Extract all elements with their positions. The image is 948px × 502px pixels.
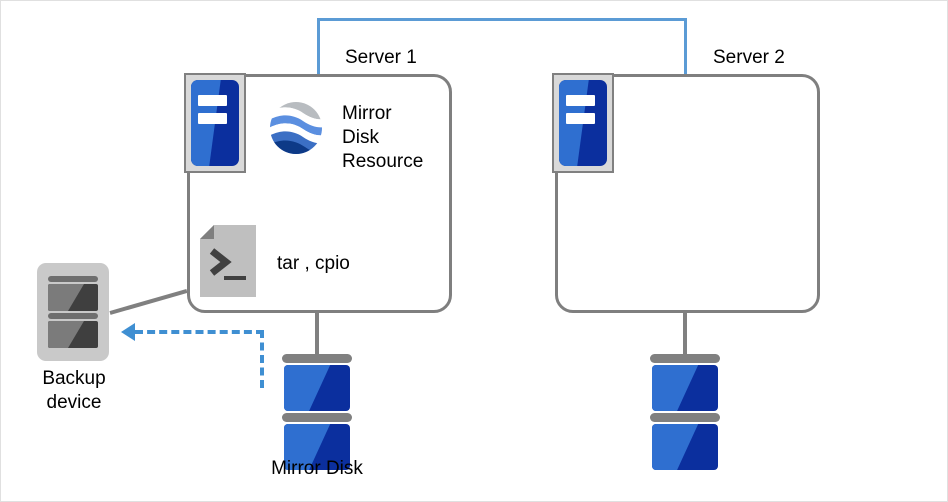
backup-cap-top bbox=[48, 276, 98, 282]
script-file-icon bbox=[200, 225, 256, 302]
server-icon bbox=[552, 73, 614, 173]
disk-platter-lower bbox=[652, 424, 718, 470]
mirror-disk-label: Mirror Disk bbox=[271, 458, 363, 479]
interconnect-right-drop bbox=[684, 18, 687, 75]
disk-platter-upper bbox=[652, 365, 718, 411]
backup-highlight bbox=[48, 321, 84, 348]
disk-stack-icon bbox=[650, 354, 720, 472]
server1-disk-connector bbox=[315, 311, 319, 359]
server-2-box[interactable] bbox=[555, 74, 820, 313]
server-icon-bar-bottom bbox=[197, 112, 227, 124]
disk-highlight bbox=[652, 365, 699, 411]
disk-cap-top bbox=[282, 354, 352, 363]
backup-device-link bbox=[109, 289, 188, 315]
server-icon-body bbox=[191, 80, 239, 166]
server-1-label: Server 1 bbox=[345, 47, 417, 68]
globe-icon bbox=[269, 101, 323, 160]
backup-commands-label: tar , cpio bbox=[277, 253, 350, 274]
server2-disk-connector bbox=[683, 311, 687, 359]
disk-highlight bbox=[284, 365, 331, 411]
script-file-icon-svg bbox=[200, 225, 256, 297]
backup-device-label: Backup device bbox=[42, 368, 106, 413]
disk-cap-top bbox=[650, 354, 720, 363]
disk-stack-icon bbox=[282, 354, 352, 472]
backup-highlight bbox=[48, 284, 84, 311]
disk-cap-middle bbox=[282, 413, 352, 422]
server-icon-bar-top bbox=[565, 94, 595, 106]
mirror-disk-resource-label: Mirror Disk Resource bbox=[342, 103, 424, 172]
disk-platter-lower bbox=[284, 424, 350, 470]
server-icon-body bbox=[559, 80, 607, 166]
backup-cap-middle bbox=[48, 313, 98, 319]
backup-flow-horizontal bbox=[135, 330, 264, 334]
backup-flow-vertical bbox=[260, 330, 264, 388]
disk-cap-middle bbox=[650, 413, 720, 422]
disk-highlight bbox=[652, 424, 699, 470]
interconnect-left-drop bbox=[317, 18, 320, 75]
globe-icon-svg bbox=[270, 102, 322, 154]
server-icon bbox=[184, 73, 246, 173]
backup-device-icon bbox=[37, 263, 109, 361]
backup-platter-lower bbox=[48, 321, 98, 348]
server-icon-bar-top bbox=[197, 94, 227, 106]
backup-platter-upper bbox=[48, 284, 98, 311]
backup-flow-arrowhead bbox=[121, 323, 135, 341]
interconnect-horizontal-line bbox=[317, 18, 687, 21]
server-icon-bar-bottom bbox=[565, 112, 595, 124]
server-2-label: Server 2 bbox=[713, 47, 785, 68]
disk-platter-upper bbox=[284, 365, 350, 411]
